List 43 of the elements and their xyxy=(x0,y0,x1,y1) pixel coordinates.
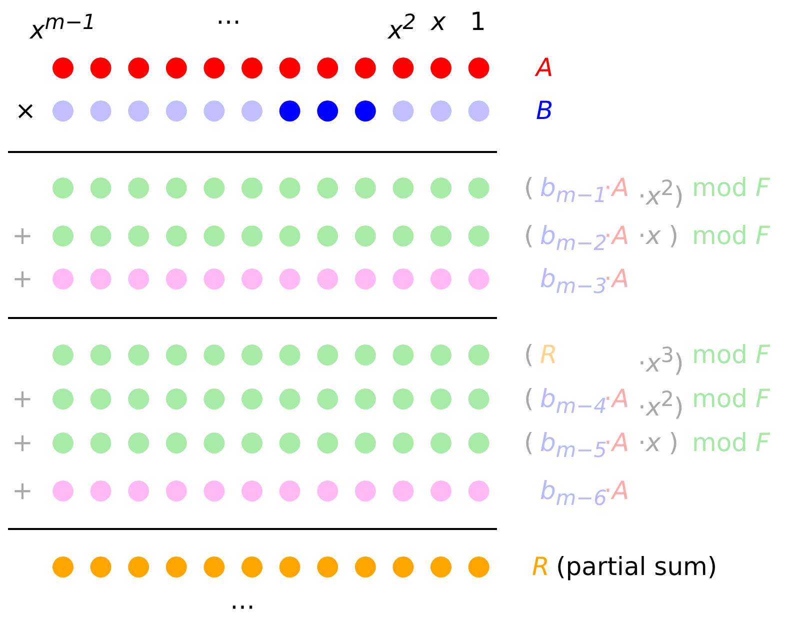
math-term: ·A xyxy=(604,264,630,293)
note: (partial sum) xyxy=(556,552,718,582)
math-term: ·A xyxy=(604,221,630,251)
ellipsis: ⋯ xyxy=(230,592,255,618)
math-term: R xyxy=(540,340,558,370)
math-term: mod F xyxy=(692,340,770,370)
operator-sign: × xyxy=(15,96,36,126)
math-term: ·x$^{3}$) xyxy=(638,342,684,378)
math-term: mod F xyxy=(692,221,770,251)
math-term: ·x ) xyxy=(638,221,678,251)
math-term: ·x$^{2}$) xyxy=(638,386,684,422)
math-term: R xyxy=(532,552,550,582)
math-term: b$_{m−2}$ xyxy=(540,221,607,257)
math-term: b$_{m−4}$ xyxy=(540,384,607,420)
math-term: ·A xyxy=(604,428,630,457)
operator-sign: + xyxy=(12,476,33,506)
math-term: b$_{m−6}$ xyxy=(540,476,607,512)
math-term: ( xyxy=(524,221,534,251)
math-term: ( xyxy=(524,384,534,414)
operator-sign: + xyxy=(12,428,33,458)
math-term: ·A xyxy=(604,173,630,203)
math-term: ( xyxy=(524,173,534,203)
operand-label: A xyxy=(536,53,554,83)
math-term: mod F xyxy=(692,384,770,414)
power-label: x$^{m−1}$ xyxy=(30,9,96,46)
math-term: ·A xyxy=(604,384,630,414)
operator-sign: + xyxy=(12,221,33,251)
math-term: mod F xyxy=(692,173,770,203)
math-term: mod F xyxy=(692,428,770,458)
operator-sign: + xyxy=(12,384,33,414)
math-term: b$_{m−3}$ xyxy=(540,264,607,300)
math-term: b$_{m−1}$ xyxy=(540,173,607,209)
power-label: x$^{2}$ xyxy=(388,9,416,46)
math-term: b$_{m−5}$ xyxy=(540,428,607,464)
power-label: 1 xyxy=(470,7,486,37)
ellipsis: ⋯ xyxy=(216,7,241,37)
math-term: ( xyxy=(524,340,534,370)
math-term: ( xyxy=(524,428,534,458)
operator-sign: + xyxy=(12,264,33,294)
math-term: ·x$^{2}$) xyxy=(638,175,684,212)
power-label: x xyxy=(431,7,446,37)
math-term: ·x ) xyxy=(638,428,678,458)
operand-label: B xyxy=(536,96,554,126)
